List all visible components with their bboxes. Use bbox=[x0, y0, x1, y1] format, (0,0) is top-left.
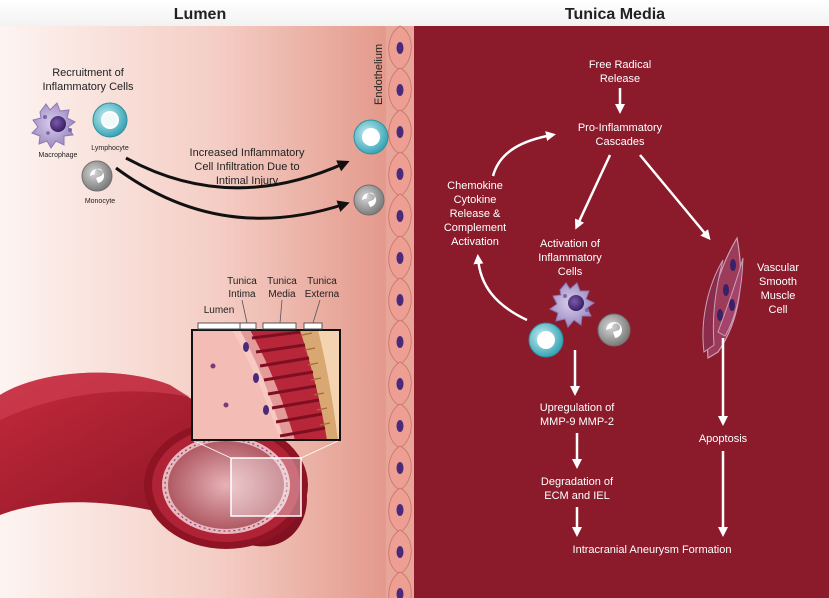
zoom-connector bbox=[191, 439, 341, 459]
cascades-line1: Pro-Inflammatory bbox=[578, 122, 663, 134]
arrow-cascades-to-activation bbox=[574, 154, 612, 230]
layer-label-intima-line2: Intima bbox=[228, 289, 256, 300]
upregulation-line1: Upregulation of bbox=[540, 402, 616, 414]
chemokine-line3: Release & bbox=[450, 208, 501, 220]
activated-macrophage-icon bbox=[549, 282, 595, 328]
infiltration-text-line2: Cell Infiltration Due to bbox=[194, 161, 299, 173]
chemokine-line1: Chemokine bbox=[447, 180, 503, 192]
vsmc-line1: Vascular bbox=[757, 262, 799, 274]
layer-label-media-line2: Media bbox=[268, 289, 296, 300]
zoom-source-box bbox=[230, 457, 302, 517]
endothelial-cell bbox=[388, 571, 412, 598]
vascular-smooth-muscle-cell-icon bbox=[702, 236, 744, 360]
layer-label-externa-line1: Tunica bbox=[307, 276, 337, 287]
endothelial-cell-nucleus bbox=[396, 462, 404, 474]
vsmc-line2: Smooth bbox=[759, 276, 797, 288]
endothelial-cell-nucleus bbox=[396, 504, 404, 516]
endothelial-cell-nucleus bbox=[396, 420, 404, 432]
infiltration-arrow-lower bbox=[115, 166, 350, 220]
endothelial-cell-nucleus bbox=[396, 210, 404, 222]
macrophage-cell-icon bbox=[31, 102, 76, 149]
layer-brackets bbox=[197, 322, 323, 330]
endothelial-cell-nucleus bbox=[396, 336, 404, 348]
macrophage-label: Macrophage bbox=[39, 152, 78, 159]
arrow-activation-to-chemokine bbox=[473, 254, 528, 322]
layer-label-media-line1: Tunica bbox=[267, 276, 297, 287]
endothelial-cell-nucleus bbox=[396, 252, 404, 264]
recruitment-heading-line1: Recruitment of bbox=[52, 67, 124, 79]
endothelial-cell-nucleus bbox=[396, 42, 404, 54]
arrow-chemokine-to-cascades bbox=[491, 131, 556, 177]
endothelial-cell-nucleus bbox=[396, 588, 404, 598]
endothelium-label: Endothelium bbox=[373, 44, 385, 105]
cascades-line2: Cascades bbox=[596, 136, 645, 148]
adhered-monocyte-icon bbox=[353, 184, 385, 216]
free-radical-line1: Free Radical bbox=[589, 59, 651, 71]
endothelium-wall bbox=[386, 25, 414, 598]
vsmc-line4: Cell bbox=[769, 304, 788, 316]
layer-label-lumen: Lumen bbox=[204, 305, 235, 316]
upregulation-line2: MMP-9 MMP-2 bbox=[540, 416, 614, 428]
chemokine-line2: Cytokine bbox=[454, 194, 497, 206]
degradation-line2: ECM and IEL bbox=[544, 490, 609, 502]
header-bar bbox=[0, 0, 829, 26]
layer-label-externa-line2: Externa bbox=[305, 289, 340, 300]
endothelial-cell-nucleus bbox=[396, 294, 404, 306]
endothelial-cell-nucleus bbox=[396, 168, 404, 180]
activated-monocyte-icon bbox=[597, 313, 631, 347]
arrow-cascades-to-vsmc bbox=[639, 154, 711, 241]
free-radical-line2: Release bbox=[600, 73, 640, 85]
activation-line3: Cells bbox=[558, 266, 583, 278]
vessel-illustration bbox=[0, 372, 308, 549]
endothelial-cell-nucleus bbox=[396, 546, 404, 558]
infiltration-arrow-upper bbox=[125, 156, 350, 190]
monocyte-cell-icon bbox=[81, 160, 113, 192]
header-tunica-media: Tunica Media bbox=[565, 6, 665, 23]
layer-label-leaders bbox=[241, 299, 321, 324]
endothelial-cell-nucleus bbox=[396, 378, 404, 390]
activation-line2: Inflammatory bbox=[538, 252, 602, 264]
activation-line1: Activation of bbox=[540, 238, 601, 250]
tunica-media-background bbox=[400, 0, 829, 598]
degradation-line1: Degradation of bbox=[541, 476, 614, 488]
chemokine-line4: Complement bbox=[444, 222, 506, 234]
lymphocyte-cell-icon bbox=[92, 102, 128, 138]
infiltration-text-line1: Increased Inflammatory bbox=[190, 147, 305, 159]
chemokine-line5: Activation bbox=[451, 236, 499, 248]
recruitment-heading-line2: Inflammatory Cells bbox=[42, 81, 134, 93]
header-lumen: Lumen bbox=[174, 6, 226, 23]
aneurysm-formation-label: Intracranial Aneurysm Formation bbox=[573, 544, 732, 556]
vsmc-line3: Muscle bbox=[761, 290, 796, 302]
zoomed-vessel-section bbox=[191, 329, 341, 441]
monocyte-label: Monocyte bbox=[85, 198, 115, 205]
layer-label-intima-line1: Tunica bbox=[227, 276, 257, 287]
activated-lymphocyte-icon bbox=[528, 322, 564, 358]
endothelial-cell-nucleus bbox=[396, 126, 404, 138]
infiltration-text-line3: Intimal Injury bbox=[216, 175, 279, 187]
apoptosis-label: Apoptosis bbox=[699, 433, 748, 445]
endothelial-cell-nucleus bbox=[396, 84, 404, 96]
lymphocyte-label: Lymphocyte bbox=[91, 145, 129, 152]
adhered-lymphocyte-icon bbox=[353, 119, 389, 155]
